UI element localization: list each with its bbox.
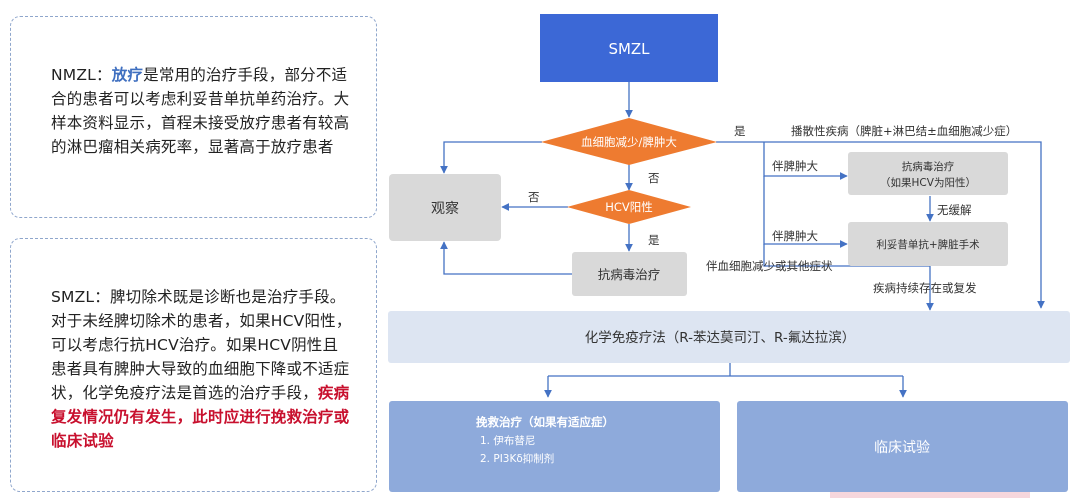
smzl-highlight: 疾病复发情况仍有发生，此时应进行挽救治疗或临床试验 bbox=[51, 384, 350, 450]
start-box bbox=[540, 14, 718, 82]
label-no-hcv: 否 bbox=[528, 190, 540, 204]
antiviral-hcv-line2: （如果HCV为阳性） bbox=[880, 176, 976, 189]
salvage-item-1: 1. 伊布替尼 bbox=[480, 434, 535, 447]
antiviral-hcv-line1: 抗病毒治疗 bbox=[902, 160, 955, 173]
label-yes-hcv: 是 bbox=[648, 233, 660, 247]
antiviral-label: 抗病毒治疗 bbox=[598, 267, 661, 282]
smzl-paragraph: SMZL：脾切除术既是诊断也是治疗手段。对于未经脾切除术的患者，如果HCV阳性，… bbox=[51, 285, 352, 453]
nmzl-prefix: NMZL： bbox=[51, 66, 112, 84]
clinical-trial-label: 临床试验 bbox=[874, 440, 930, 456]
antiviral-hcv-box bbox=[848, 152, 1008, 195]
decoration bbox=[830, 488, 1030, 498]
nmzl-paragraph: NMZL：放疗是常用的治疗手段，部分不适合的患者可以考虑利妥昔单抗单药治疗。大样… bbox=[51, 63, 352, 159]
decision-hcv-label: HCV阳性 bbox=[605, 200, 653, 214]
smzl-text: SMZL：脾切除术既是诊断也是治疗手段。对于未经脾切除术的患者，如果HCV阳性，… bbox=[51, 288, 352, 402]
observe-box bbox=[389, 174, 501, 241]
label-splenomegaly-1: 伴脾肿大 bbox=[772, 159, 818, 173]
observe-label: 观察 bbox=[431, 200, 459, 217]
chemo-label: 化学免疫疗法（R-苯达莫司汀、R-氟达拉滨） bbox=[585, 330, 855, 346]
nmzl-panel: NMZL：放疗是常用的治疗手段，部分不适合的患者可以考虑利妥昔单抗单药治疗。大样… bbox=[10, 16, 377, 218]
nmzl-text: 是常用的治疗手段，部分不适合的患者可以考虑利妥昔单抗单药治疗。大样本资料显示，首… bbox=[51, 66, 350, 156]
label-persistent: 疾病持续存在或复发 bbox=[873, 281, 977, 295]
label-cytopenia: 伴血细胞减少或其他症状 bbox=[706, 259, 833, 273]
salvage-title: 挽救治疗（如果有适应症） bbox=[476, 415, 614, 429]
decision-cytopenia-label: 血细胞减少/脾肿大 bbox=[581, 135, 677, 149]
label-yes: 是 bbox=[734, 124, 746, 138]
chemo-box bbox=[388, 311, 1070, 363]
salvage-item-2: 2. PI3Kδ抑制剂 bbox=[480, 452, 554, 465]
salvage-box bbox=[389, 401, 720, 492]
label-no: 否 bbox=[648, 171, 660, 185]
antiviral-box bbox=[572, 252, 687, 296]
nmzl-highlight: 放疗 bbox=[111, 66, 144, 84]
decision-hcv bbox=[567, 190, 691, 224]
label-splenomegaly-2: 伴脾肿大 bbox=[772, 229, 818, 243]
decision-cytopenia bbox=[541, 118, 717, 165]
rituximab-label: 利妥昔单抗+脾脏手术 bbox=[876, 238, 980, 251]
label-no-relief: 无缓解 bbox=[937, 203, 972, 217]
clinical-trial-box bbox=[737, 401, 1068, 492]
start-label: SMZL bbox=[608, 40, 650, 58]
rituximab-box bbox=[848, 222, 1008, 266]
smzl-panel: SMZL：脾切除术既是诊断也是治疗手段。对于未经脾切除术的患者，如果HCV阳性，… bbox=[10, 238, 377, 492]
label-disseminated: 播散性疾病（脾脏+淋巴结±血细胞减少症） bbox=[791, 124, 1017, 138]
